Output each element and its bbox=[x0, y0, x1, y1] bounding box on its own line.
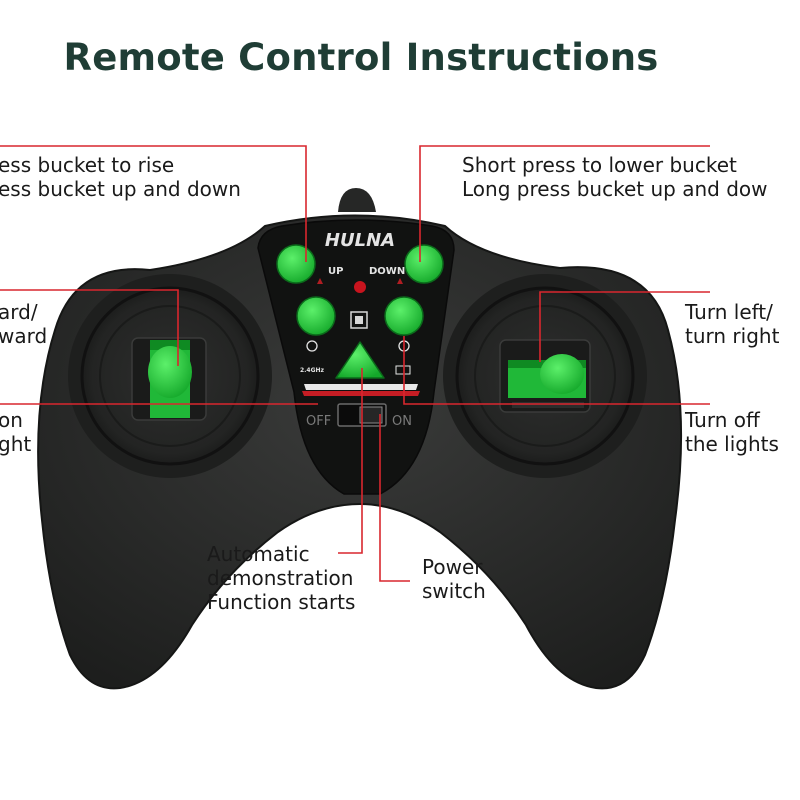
callout-mid-right-line2: turn right bbox=[685, 324, 780, 348]
callout-demo-line1: Automatic bbox=[207, 542, 310, 566]
page-title: Remote Control Instructions bbox=[63, 36, 659, 79]
down-button bbox=[404, 244, 444, 284]
callout-top-right-line1: Short press to lower bucket bbox=[462, 153, 737, 177]
demo-triangle-button bbox=[335, 341, 385, 379]
bulb-icon bbox=[306, 340, 318, 352]
frequency-label: 2.4GHz bbox=[300, 367, 325, 374]
brand-logo: HULNA bbox=[325, 230, 395, 251]
callout-low-right-line1: Turn off bbox=[685, 408, 760, 432]
callout-mid-left: ard/ ward bbox=[0, 300, 47, 348]
callout-low-right-line2: the lights bbox=[685, 432, 779, 456]
callout-line-top-right bbox=[419, 145, 710, 262]
off-label: OFF bbox=[306, 414, 331, 429]
callout-line-mid-left bbox=[0, 289, 179, 366]
left-stick-knob bbox=[148, 346, 192, 398]
light-left-button bbox=[296, 296, 336, 336]
callout-demo: Automatic demonstration Function starts bbox=[207, 542, 355, 614]
chip-icon bbox=[350, 311, 368, 329]
callout-top-right: Short press to lower bucket Long press b… bbox=[462, 153, 767, 201]
callout-demo-line3: Function starts bbox=[207, 590, 356, 614]
callout-power: Power switch bbox=[422, 555, 486, 603]
callout-line-mid-right bbox=[539, 291, 710, 362]
callout-top-left-line1: ess bucket to rise bbox=[0, 153, 175, 177]
callout-line-power bbox=[379, 414, 410, 582]
on-label: ON bbox=[392, 414, 412, 429]
up-button bbox=[276, 244, 316, 284]
callout-low-left: on ght bbox=[0, 408, 31, 456]
callout-mid-left-line1: ard/ bbox=[0, 300, 38, 324]
status-led bbox=[354, 281, 366, 293]
callout-line-demo bbox=[338, 368, 363, 554]
callout-lines bbox=[0, 145, 710, 582]
callout-top-left: ess bucket to rise ess bucket up and dow… bbox=[0, 153, 241, 201]
callout-line-top-left bbox=[0, 145, 307, 262]
callout-top-right-line2: Long press bucket up and dow bbox=[462, 177, 768, 201]
callout-mid-right: Turn left/ turn right bbox=[685, 300, 779, 348]
callout-low-left-line1: on bbox=[0, 408, 23, 432]
callout-line-low-right bbox=[403, 336, 710, 405]
callout-low-left-line2: ght bbox=[0, 432, 32, 456]
down-label: DOWN bbox=[369, 266, 405, 277]
up-label: UP bbox=[328, 266, 343, 277]
callout-power-line1: Power bbox=[422, 555, 483, 579]
power-switch-slider bbox=[359, 406, 383, 424]
right-stick-knob bbox=[540, 354, 584, 394]
callout-low-right: Turn off the lights bbox=[685, 408, 779, 456]
callout-power-line2: switch bbox=[422, 579, 486, 603]
light-right-button bbox=[384, 296, 424, 336]
callout-top-left-line2: ess bucket up and down bbox=[0, 177, 241, 201]
antenna bbox=[338, 188, 376, 212]
callout-mid-right-line1: Turn left/ bbox=[685, 300, 773, 324]
callout-mid-left-line2: ward bbox=[0, 324, 48, 348]
callout-demo-line2: demonstration bbox=[207, 566, 354, 590]
